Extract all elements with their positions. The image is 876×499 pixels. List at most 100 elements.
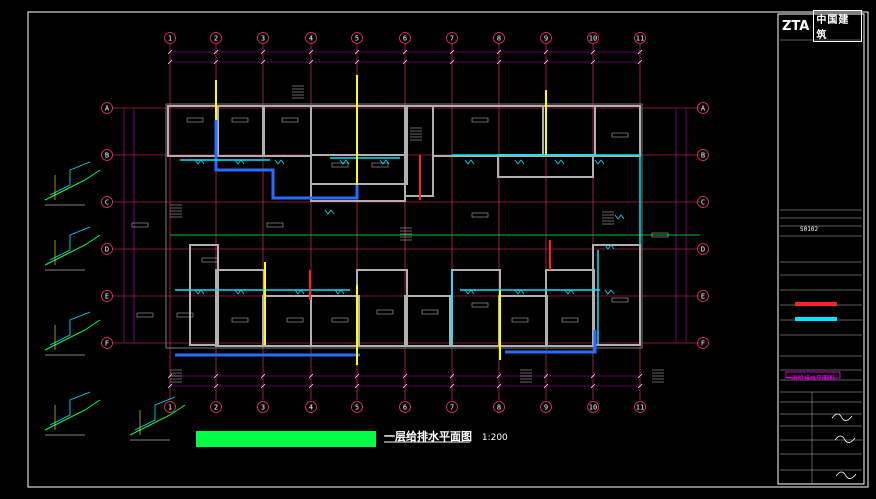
col-top-bubble-3: [257, 32, 269, 44]
title-block-drawing-name: 一层给排水平面图: [786, 375, 835, 382]
title-block-rows: [780, 39, 862, 484]
col-bottom-label-6: 6: [403, 404, 407, 412]
iso-green-3: [44, 399, 101, 431]
dim-tick: [402, 373, 408, 379]
sink-fixture-1: [234, 159, 245, 165]
pipe-water-east: [452, 154, 641, 245]
sink-fixture-8: [594, 159, 605, 165]
col-top-bubble-1: [164, 32, 176, 44]
tb-red-bar-1: [795, 302, 837, 306]
dim-tick: [260, 383, 266, 389]
col-top-bubble-8: [493, 32, 505, 44]
row-right-label-F: F: [701, 340, 705, 348]
row-right-bubble-C: [697, 196, 709, 208]
row-right-label-C: C: [701, 199, 705, 207]
dim-tick: [637, 383, 643, 389]
company-logo: ZTA 中国建筑: [782, 10, 862, 42]
col-bottom-label-3: 3: [261, 404, 265, 412]
col-top-label-11: 11: [636, 35, 644, 43]
iso-green-4: [129, 404, 186, 436]
col-top-label-2: 2: [214, 35, 218, 43]
dim-tick: [496, 383, 502, 389]
dim-tick: [308, 49, 314, 55]
dim-tick: [402, 383, 408, 389]
dim-tick: [449, 49, 455, 55]
col-bottom-label-1: 1: [168, 404, 172, 412]
dim-tick: [543, 59, 549, 65]
sink-fixture-16: [604, 289, 615, 295]
dim-tick: [449, 383, 455, 389]
building-outline: [165, 103, 643, 349]
room-tag-0: [186, 117, 204, 123]
row-right-bubble-B: [697, 149, 709, 161]
iso-cyan-2: [49, 311, 91, 346]
dim-tick: [308, 383, 314, 389]
col-bottom-label-5: 5: [355, 404, 359, 412]
col-bottom-bubble-5: [351, 401, 363, 413]
dim-tick: [496, 59, 502, 65]
row-left-bubble-E: [101, 290, 113, 302]
col-bottom-label-11: 11: [636, 404, 644, 412]
col-top-label-6: 6: [403, 35, 407, 43]
dim-tick: [402, 59, 408, 65]
drawing-number: S0102: [800, 226, 819, 233]
dim-tick: [543, 49, 549, 55]
dim-tick: [354, 59, 360, 65]
dim-tick: [402, 49, 408, 55]
title-block-frame: [777, 13, 865, 485]
row-right-bubble-F: [697, 337, 709, 349]
dim-tick: [496, 373, 502, 379]
row-right-label-D: D: [701, 246, 705, 254]
dim-tick: [260, 59, 266, 65]
room-tag-12: [286, 317, 304, 323]
pipe-network: [170, 75, 700, 365]
dim-tick: [543, 373, 549, 379]
dim-tick: [213, 383, 219, 389]
iso-cyan-1: [49, 226, 91, 261]
room-tag-1: [231, 117, 249, 123]
sink-fixture-18: [614, 214, 625, 220]
col-bottom-label-8: 8: [497, 404, 501, 412]
sink-fixture-0: [194, 159, 205, 165]
row-right-bubble-E: [697, 290, 709, 302]
dimension-lines: [123, 49, 687, 389]
row-left-label-B: B: [105, 152, 109, 160]
iso-cyan-0: [49, 161, 91, 196]
room-tag-17: [511, 317, 529, 323]
row-right-label-B: B: [701, 152, 705, 160]
col-top-label-7: 7: [450, 35, 454, 43]
drawing-title: 一层给排水平面图 1:200: [384, 428, 508, 444]
row-left-label-F: F: [105, 340, 109, 348]
col-top-label-4: 4: [309, 35, 313, 43]
room-wall-13: [404, 295, 451, 347]
col-top-bubble-10: [587, 32, 599, 44]
room-wall-14: [451, 269, 501, 347]
col-top-label-9: 9: [544, 35, 548, 43]
signature-1: [834, 435, 856, 443]
row-left-label-A: A: [105, 105, 110, 113]
room-tag-6: [611, 132, 629, 138]
col-top-label-8: 8: [497, 35, 501, 43]
room-tag-13: [331, 317, 349, 323]
col-top-bubble-6: [399, 32, 411, 44]
col-bottom-label-2: 2: [214, 404, 218, 412]
pipe-drain-south-2: [505, 330, 597, 354]
room-wall-19: [497, 154, 594, 178]
sink-fixture-15: [564, 289, 575, 295]
dim-tick: [637, 49, 643, 55]
col-bottom-label-7: 7: [450, 404, 454, 412]
col-top-bubble-4: [305, 32, 317, 44]
col-bottom-bubble-8: [493, 401, 505, 413]
sink-fixture-6: [514, 159, 525, 165]
iso-green-0: [44, 169, 101, 201]
room-tag-11: [231, 317, 249, 323]
sink-fixture-10: [234, 289, 245, 295]
room-tag-4: [371, 162, 389, 168]
signature-2: [835, 471, 857, 479]
drawing-scale: 1:200: [481, 433, 508, 443]
